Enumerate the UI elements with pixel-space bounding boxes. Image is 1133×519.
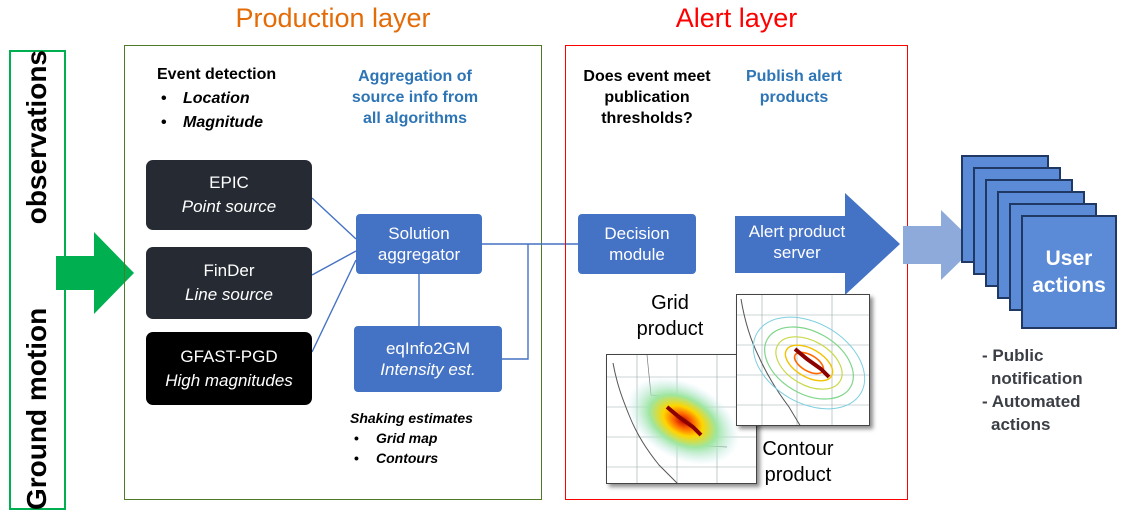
event-detection-block: Event detection Location Magnitude [157, 64, 276, 135]
connector-eqinfo-decision [502, 244, 529, 360]
finder-name: FinDer [203, 261, 255, 280]
user-action-bullet: - [982, 346, 993, 365]
light-blue-arrow [903, 210, 977, 280]
user-action-text: notification [991, 369, 1083, 388]
user-actions-line: User [1045, 247, 1093, 270]
user-action-item: - Automated actions [982, 390, 1130, 436]
connector-gfast-aggregator [311, 259, 357, 353]
eqinfo2gm-box: eqInfo2GM Intensity est. [354, 326, 502, 392]
event-detection-list: Location Magnitude [157, 87, 276, 135]
epic-name: EPIC [209, 173, 249, 192]
shaking-list: Grid map Contours [350, 428, 473, 468]
alert-server-line: Alert product [748, 222, 846, 241]
threshold-line: thresholds? [601, 110, 693, 127]
grid-product-line: Grid [651, 292, 689, 314]
contour-product-map [736, 294, 870, 426]
publish-line: products [759, 89, 829, 106]
alert-layer-title: Alert layer [675, 3, 798, 33]
decision-module-line: module [609, 245, 665, 264]
user-action-text: Automated [991, 392, 1081, 411]
shaking-estimates-block: Shaking estimates Grid map Contours [350, 409, 473, 468]
event-detection-item: Magnitude [157, 111, 276, 135]
production-layer-frame [124, 45, 542, 500]
contour-product-label: Contour product [748, 436, 848, 488]
grid-product-label: Grid product [620, 290, 720, 342]
epic-sub: Point source [181, 197, 277, 216]
publish-line: Publish alert [745, 68, 843, 85]
solution-aggregator-line: aggregator [377, 245, 461, 264]
alert-server-line: server [773, 243, 821, 262]
user-action-bullet: - [982, 392, 992, 411]
finder-box: FinDer Line source [146, 247, 312, 319]
contour-map-graphic [737, 295, 869, 425]
user-actions-line: actions [1032, 274, 1106, 297]
shaking-item: Grid map [350, 428, 473, 448]
user-action-text: actions [991, 415, 1051, 434]
user-actions-card: User actions [1021, 215, 1117, 329]
threshold-line: publication [604, 89, 690, 106]
connector-finder-aggregator [311, 250, 357, 276]
alert-server-arrow [735, 193, 900, 295]
green-input-arrow [56, 232, 134, 314]
finder-sub: Line source [185, 285, 273, 304]
publish-note: Publish alert products [728, 66, 860, 108]
aggregation-line: source info from [351, 89, 479, 106]
decision-module-line: Decision [604, 224, 670, 243]
event-detection-item: Location [157, 87, 276, 111]
contour-product-line: product [764, 464, 832, 486]
event-detection-title: Event detection [157, 66, 277, 83]
gfast-name: GFAST-PGD [180, 346, 278, 366]
user-action-list: - Public notification - Automated action… [982, 344, 1130, 436]
grid-product-line: product [636, 318, 704, 340]
threshold-line: Does event meet [583, 68, 711, 85]
solution-aggregator-box: Solution aggregator [356, 214, 482, 274]
shaking-title: Shaking estimates [350, 410, 473, 426]
shaking-item: Contours [350, 448, 473, 468]
eqinfo2gm-sub: Intensity est. [380, 360, 476, 379]
eqinfo2gm-name: eqInfo2GM [385, 339, 471, 358]
alert-server-label: Alert product server [738, 221, 856, 263]
alert-layer-frame [565, 45, 908, 500]
gfast-box: GFAST-PGD High magnitudes [146, 332, 312, 405]
production-layer-title: Production layer [235, 3, 431, 33]
contour-product-line: Contour [762, 438, 834, 460]
grid-map-graphic [607, 355, 756, 483]
aggregation-line: all algorithms [362, 110, 468, 127]
user-action-item: - Public notification [982, 344, 1130, 390]
decision-module-box: Decision module [578, 214, 696, 274]
user-action-text: Public [992, 346, 1044, 365]
connector-epic-aggregator [311, 197, 357, 240]
epic-box: EPIC Point source [146, 160, 312, 230]
aggregation-note: Aggregation of source info from all algo… [334, 66, 496, 129]
aggregation-line: Aggregation of [358, 68, 472, 85]
solution-aggregator-line: Solution [388, 224, 450, 243]
grid-product-map [606, 354, 757, 484]
threshold-question: Does event meet publication thresholds? [572, 66, 722, 129]
gfast-sub: High magnitudes [165, 370, 293, 390]
